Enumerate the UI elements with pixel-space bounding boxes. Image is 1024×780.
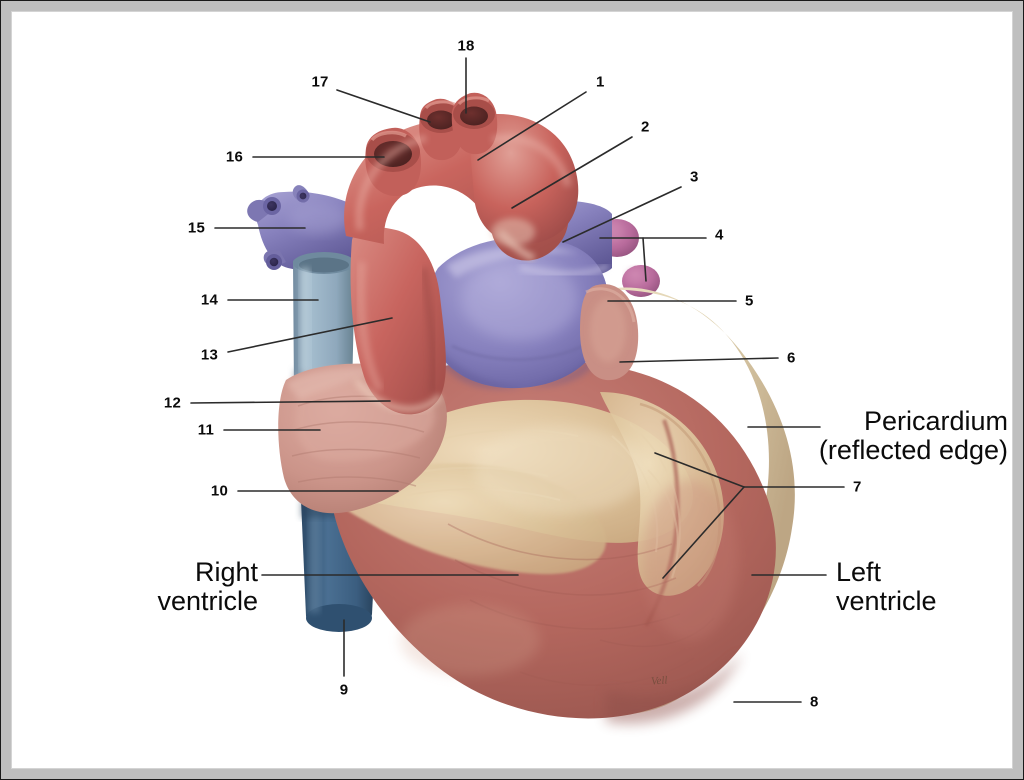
text-label-pericardium-line-2: (reflected edge) [818,435,1008,466]
number-label-2[interactable]: 2 [641,118,650,136]
text-label-left-ventricle-line-1: Left [836,557,882,587]
number-label-18[interactable]: 18 [457,37,475,55]
number-label-4[interactable]: 4 [715,226,724,244]
aorta-group [344,92,579,415]
left-subclavian-artery [451,92,498,155]
aortic-root-bulb [469,114,579,244]
leader-line-2 [511,136,633,209]
leader-line-6 [619,357,779,363]
artist-signature: Vell [650,674,668,688]
number-label-14[interactable]: 14 [200,291,218,309]
leader-line-17 [336,89,431,123]
leader-lines [190,57,845,703]
number-label-8[interactable]: 8 [810,693,819,711]
leader-line-1 [477,91,587,161]
number-label-5[interactable]: 5 [745,292,754,310]
number-label-1[interactable]: 1 [596,73,605,91]
leader-line-3 [562,186,682,243]
pulmonary-trunk-group [427,200,612,389]
text-label-left-ventricle-line-2: ventricle [836,586,937,617]
number-label-10[interactable]: 10 [210,482,228,500]
illustration-stage: Vell [11,11,1013,769]
number-label-13[interactable]: 13 [200,346,218,364]
text-label-pericardium[interactable]: Pericardium(reflected edge) [818,406,1008,466]
left-pulmonary-veins-group [247,185,371,271]
leader-line-12 [190,400,391,404]
number-label-6[interactable]: 6 [787,349,796,367]
text-label-pericardium-line-1: Pericardium [863,406,1008,436]
number-label-7[interactable]: 7 [853,478,862,496]
left-auricle [580,284,639,381]
number-label-16[interactable]: 16 [225,148,243,166]
number-label-3[interactable]: 3 [690,168,699,186]
number-label-15[interactable]: 15 [187,219,205,237]
heart-illustration [190,57,845,725]
text-label-right-ventricle-line-2: ventricle [157,586,258,617]
number-label-17[interactable]: 17 [311,73,329,91]
leader-line-13 [227,317,393,353]
leader-line-7-c [662,486,745,579]
number-label-11[interactable]: 11 [197,421,214,439]
leader-line-7-b [654,452,745,488]
number-label-9[interactable]: 9 [339,681,349,699]
leader-line-4-b [642,237,647,282]
number-label-12[interactable]: 12 [163,394,181,412]
text-label-right-ventricle-line-1: Right [194,557,258,587]
